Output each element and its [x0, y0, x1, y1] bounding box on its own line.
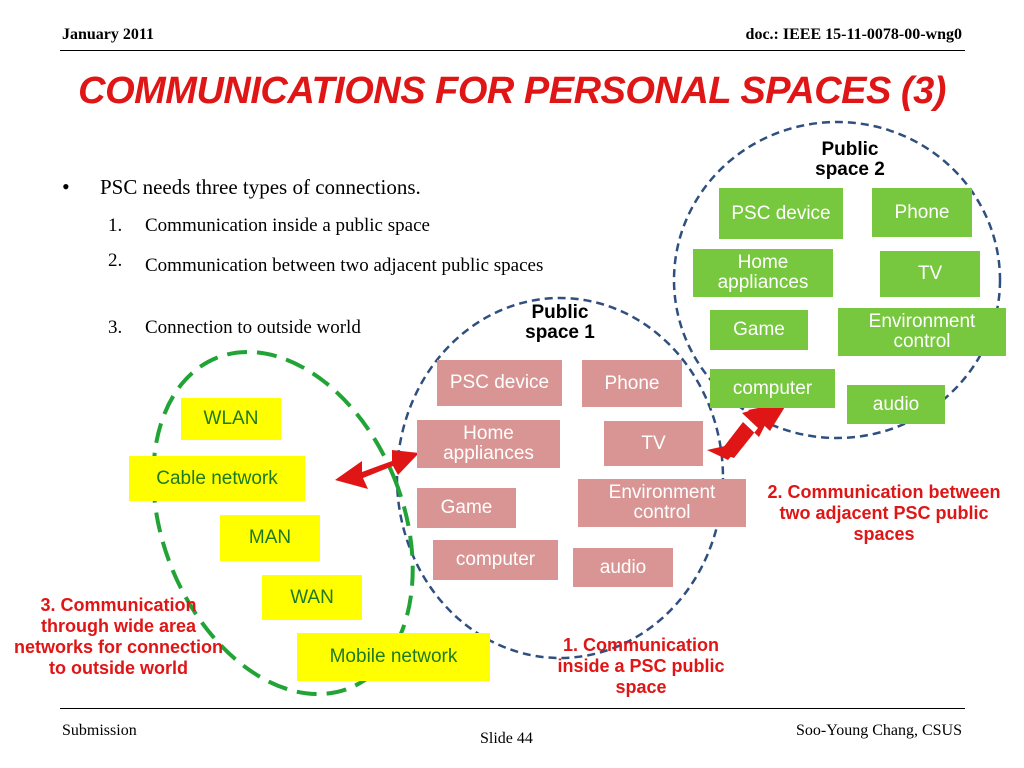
space1-psc-device: PSC device	[437, 360, 562, 406]
public-space-2-label: Public space 2	[815, 139, 885, 180]
bullet-3-num: 3.	[108, 317, 123, 338]
bullet-3-text: Connection to outside world	[145, 317, 361, 338]
space2-psc-device: PSC device	[719, 188, 843, 239]
space1-game: Game	[417, 488, 516, 528]
bullet-2-num: 2.	[108, 250, 123, 271]
arrow-networks-to-space1	[335, 450, 419, 489]
networks-dashed-ellipse	[151, 349, 415, 697]
public-space-1-label: Public space 1	[525, 302, 595, 343]
bullet-main: PSC needs three types of connections.	[100, 175, 421, 199]
arrow-space1-to-space2	[707, 402, 788, 460]
space1-environment-control: Environment control	[578, 479, 746, 527]
network-wan: WAN	[262, 575, 362, 620]
space2-computer: computer	[710, 369, 835, 408]
network-cable: Cable network	[129, 456, 305, 501]
network-mobile: Mobile network	[297, 633, 490, 681]
network-wlan: WLAN	[181, 398, 281, 440]
space1-computer: computer	[433, 540, 558, 580]
footer-submission: Submission	[62, 722, 137, 739]
note-between-spaces: 2. Communication between two adjacent PS…	[767, 482, 1001, 544]
footer-author: Soo-Young Chang, CSUS	[796, 722, 962, 739]
footer-slide-number: Slide 44	[480, 730, 533, 747]
note-outside-world: 3. Communication through wide area netwo…	[13, 595, 224, 678]
header-rule	[60, 50, 965, 51]
header-date: January 2011	[62, 26, 155, 43]
space1-audio: audio	[573, 548, 673, 587]
space1-home-appliances: Home appliances	[417, 420, 560, 468]
space2-audio: audio	[847, 385, 945, 424]
space2-game: Game	[710, 310, 808, 350]
space2-phone: Phone	[872, 188, 972, 237]
space1-tv: TV	[604, 421, 703, 466]
public-space-1-circle	[395, 296, 725, 660]
note-inside-space: 1. Communication inside a PSC public spa…	[557, 635, 725, 697]
space2-environment-control: Environment control	[838, 308, 1006, 356]
space1-phone: Phone	[582, 360, 682, 407]
header-doc-id: doc.: IEEE 15-11-0078-00-wng0	[745, 26, 962, 43]
network-man: MAN	[220, 515, 320, 561]
bullet-2-text: Communication between two adjacent publi…	[145, 255, 544, 276]
bullet-1-text: Communication inside a public space	[145, 215, 430, 236]
bullet-1-num: 1.	[108, 215, 123, 236]
space2-home-appliances: Home appliances	[693, 249, 833, 297]
public-space-2-circle	[672, 120, 1002, 440]
footer-rule	[60, 708, 965, 709]
bullet-marker: •	[62, 174, 70, 199]
slide-title: COMMUNICATIONS FOR PERSONAL SPACES (3)	[78, 70, 946, 112]
space2-tv: TV	[880, 251, 980, 297]
